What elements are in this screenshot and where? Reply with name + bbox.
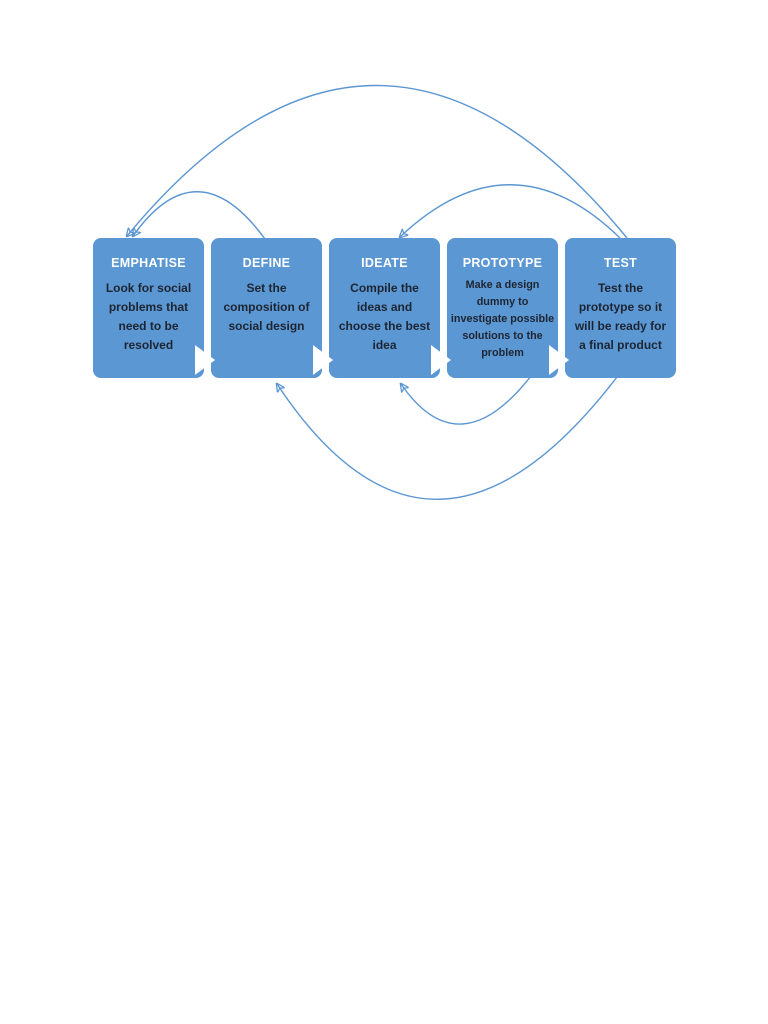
connector-define-to-emphatise [133,191,266,240]
step-description-ideate: Compile the ideas and choose the best id… [338,281,431,352]
step-box-test: TEST Test the prototype so it will be re… [565,238,676,378]
connector-test-to-emphatise [127,84,628,239]
step-box-emphatise: EMPHATISE Look for social problems that … [93,238,204,378]
next-step-arrow-icon [195,345,215,375]
step-title-test: TEST [603,256,638,270]
next-step-arrow-icon [313,345,333,375]
step-description-define: Set the composition of social design [223,281,310,333]
connector-prototype-to-ideate [401,375,532,425]
step-box-prototype: PROTOTYPE Make a design dummy to investi… [447,238,558,378]
next-step-arrow-icon [431,345,451,375]
step-box-define: DEFINE Set the composition of social des… [211,238,322,378]
step-description-emphatise: Look for social problems that need to be… [105,281,192,352]
step-title-ideate: IDEATE [361,256,408,270]
connector-test-to-define [277,376,618,500]
connector-test-to-ideate [400,184,621,238]
step-box-ideate: IDEATE Compile the ideas and choose the … [329,238,440,378]
next-step-arrow-icon [549,345,569,375]
step-description-prototype: Make a design dummy to investigate possi… [450,279,555,359]
step-description-test: Test the prototype so it will be ready f… [574,281,667,352]
step-title-prototype: PROTOTYPE [462,256,543,270]
step-title-emphatise: EMPHATISE [111,256,186,270]
step-title-define: DEFINE [242,256,291,270]
